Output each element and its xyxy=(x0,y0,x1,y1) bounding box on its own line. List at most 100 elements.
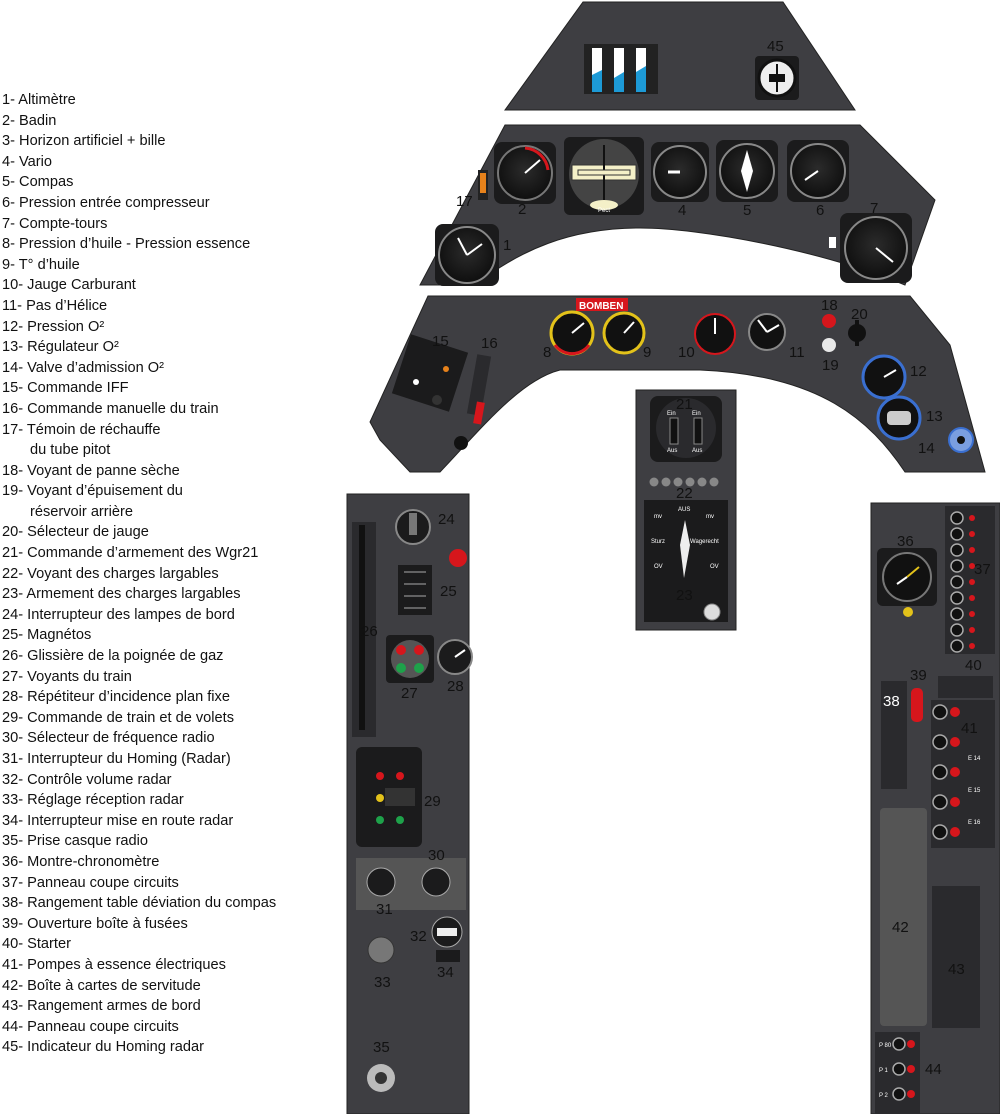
circuit-breaker-button[interactable] xyxy=(950,559,964,573)
starter[interactable] xyxy=(938,676,993,698)
legend-item-29: 29- Commande de train et de volets xyxy=(2,708,276,729)
flare-box-opening[interactable] xyxy=(911,688,923,722)
legend-item-label: 26- Glissière de la poignée de gaz xyxy=(2,648,224,665)
homing-switch[interactable] xyxy=(366,867,396,897)
fuel-pump-switch[interactable] xyxy=(932,704,948,720)
circuit-breaker-button[interactable] xyxy=(950,543,964,557)
legend-item-41: 41- Pompes à essence électriques xyxy=(2,955,276,976)
callout-33: 33 xyxy=(374,974,391,991)
o2-valve[interactable] xyxy=(948,427,974,453)
legend-item-label: 35- Prise casque radio xyxy=(2,833,149,850)
ov-left: OV xyxy=(654,564,663,570)
radar-volume[interactable] xyxy=(431,916,463,948)
callout-35: 35 xyxy=(373,1039,390,1056)
callout-12: 12 xyxy=(910,363,927,380)
gear-flap-control[interactable] xyxy=(356,747,422,847)
instrument-lights-switch[interactable] xyxy=(395,509,431,545)
legend-item-label: 15- Commande IFF xyxy=(2,380,129,397)
legend-item-label: 19- Voyant d’épuisement du xyxy=(2,483,183,500)
incidence-repeater xyxy=(437,639,473,675)
callout-8: 8 xyxy=(543,344,551,361)
circuit-breaker-button[interactable] xyxy=(950,575,964,589)
legend-item-label: 21- Commande d’armement des Wgr21 xyxy=(2,545,259,562)
aus-label-right: Aus xyxy=(692,448,702,454)
legend-item-label: 9- T° d’huile xyxy=(2,256,80,273)
manual-gear[interactable] xyxy=(466,354,492,425)
bomben-tag xyxy=(576,298,628,311)
legend-item-label: 30- Sélecteur de fréquence radio xyxy=(2,730,215,747)
legend-item-label: 14- Valve d’admission O² xyxy=(2,359,164,376)
legend-item-label: 10- Jauge Carburant xyxy=(2,277,136,294)
circuit-breaker-button[interactable] xyxy=(950,607,964,621)
wagerecht-label: Wagerecht xyxy=(690,539,719,545)
legend-item-25: 25- Magnétos xyxy=(2,625,276,646)
legend-item-label: 38- Rangement table déviation du compas xyxy=(2,895,277,912)
fuel-pump-lamp xyxy=(950,707,960,717)
circuit-breaker-button[interactable] xyxy=(892,1037,906,1051)
callout-38: 38 xyxy=(883,693,900,710)
ein-label-right: Ein xyxy=(692,411,701,417)
fuel-pump-switch[interactable] xyxy=(932,764,948,780)
circuit-breaker-button[interactable] xyxy=(950,623,964,637)
gear-lamps xyxy=(386,635,434,683)
legend-item-label: 18- Voyant de panne sèche xyxy=(2,462,180,479)
callout-16: 16 xyxy=(481,335,498,352)
legend-item-label: 44- Panneau coupe circuits xyxy=(2,1018,179,1035)
radio-frequency-selector[interactable] xyxy=(421,867,451,897)
legend-item-40: 40- Starter xyxy=(2,934,276,955)
circuit-breaker-button[interactable] xyxy=(892,1087,906,1101)
legend-item-label: 2- Badin xyxy=(2,112,57,129)
callout-45: 45 xyxy=(767,38,784,55)
prop-pitch xyxy=(748,313,786,351)
iff-control[interactable] xyxy=(391,334,469,412)
headset-jack[interactable] xyxy=(367,1064,395,1092)
circuit-breaker-button[interactable] xyxy=(950,511,964,525)
callout-27: 27 xyxy=(401,685,418,702)
legend-item-label: 3- Horizon artificiel + bille xyxy=(2,133,166,150)
circuit-breaker-lamp xyxy=(907,1065,915,1073)
o2-pressure xyxy=(861,354,907,400)
legend-item-label: 4- Vario xyxy=(2,153,53,170)
homing-stripes xyxy=(592,48,646,92)
circuit-breaker-button[interactable] xyxy=(950,527,964,541)
red-knob[interactable] xyxy=(449,549,467,567)
legend-item-44: 44- Panneau coupe circuits xyxy=(2,1017,276,1038)
fuel-pump-switch[interactable] xyxy=(932,734,948,750)
gauge-selector[interactable] xyxy=(848,320,866,346)
legend-item-label: 11- Pas d’Hélice xyxy=(2,297,108,314)
circuit-breaker-lamp xyxy=(969,611,975,617)
circuit-breaker-lamp xyxy=(969,595,975,601)
callout-13: 13 xyxy=(926,408,943,425)
circuit-breaker-button[interactable] xyxy=(950,639,964,653)
legend-item-label: 36- Montre-chronomètre xyxy=(2,853,160,870)
circuit-breaker-button[interactable] xyxy=(892,1062,906,1076)
legend-item-27: 27- Voyants du train xyxy=(2,667,276,688)
circuit-breaker-lamp xyxy=(969,547,975,553)
radar-reception-knob[interactable] xyxy=(367,936,395,964)
legend-item-5: 5- Compas xyxy=(2,172,276,193)
fuel-pump-switch[interactable] xyxy=(932,824,948,840)
callout-18: 18 xyxy=(821,297,838,314)
compass-card-storage xyxy=(881,681,907,789)
circuit-breaker-lamp xyxy=(969,515,975,521)
legend-item-label: 22- Voyant des charges largables xyxy=(2,565,219,582)
callout-5: 5 xyxy=(743,202,751,219)
callout-21: 21 xyxy=(676,396,693,413)
legend-item-label: 24- Interrupteur des lampes de bord xyxy=(2,606,235,623)
legend-item-label: 31- Interrupteur du Homing (Radar) xyxy=(2,751,231,767)
legend-item-30: 30- Sélecteur de fréquence radio xyxy=(2,728,276,749)
horizon-label: Pect xyxy=(598,208,610,214)
callout-30: 30 xyxy=(428,847,445,864)
callout-29: 29 xyxy=(424,793,441,810)
callout-31: 31 xyxy=(376,901,393,918)
magnetos[interactable] xyxy=(398,565,432,615)
legend-item-18: 18- Voyant de panne sèche xyxy=(2,461,276,482)
fuel-pump-switch[interactable] xyxy=(932,794,948,810)
radar-power-switch[interactable] xyxy=(436,950,460,962)
callout-34: 34 xyxy=(437,964,454,981)
o2-regulator xyxy=(876,395,922,441)
legend-item-label: 45- Indicateur du Homing radar xyxy=(2,1039,204,1056)
selector-needle[interactable] xyxy=(680,520,690,578)
circuit-breaker-button[interactable] xyxy=(950,591,964,605)
legend-item-label: 27- Voyants du train xyxy=(2,668,132,685)
